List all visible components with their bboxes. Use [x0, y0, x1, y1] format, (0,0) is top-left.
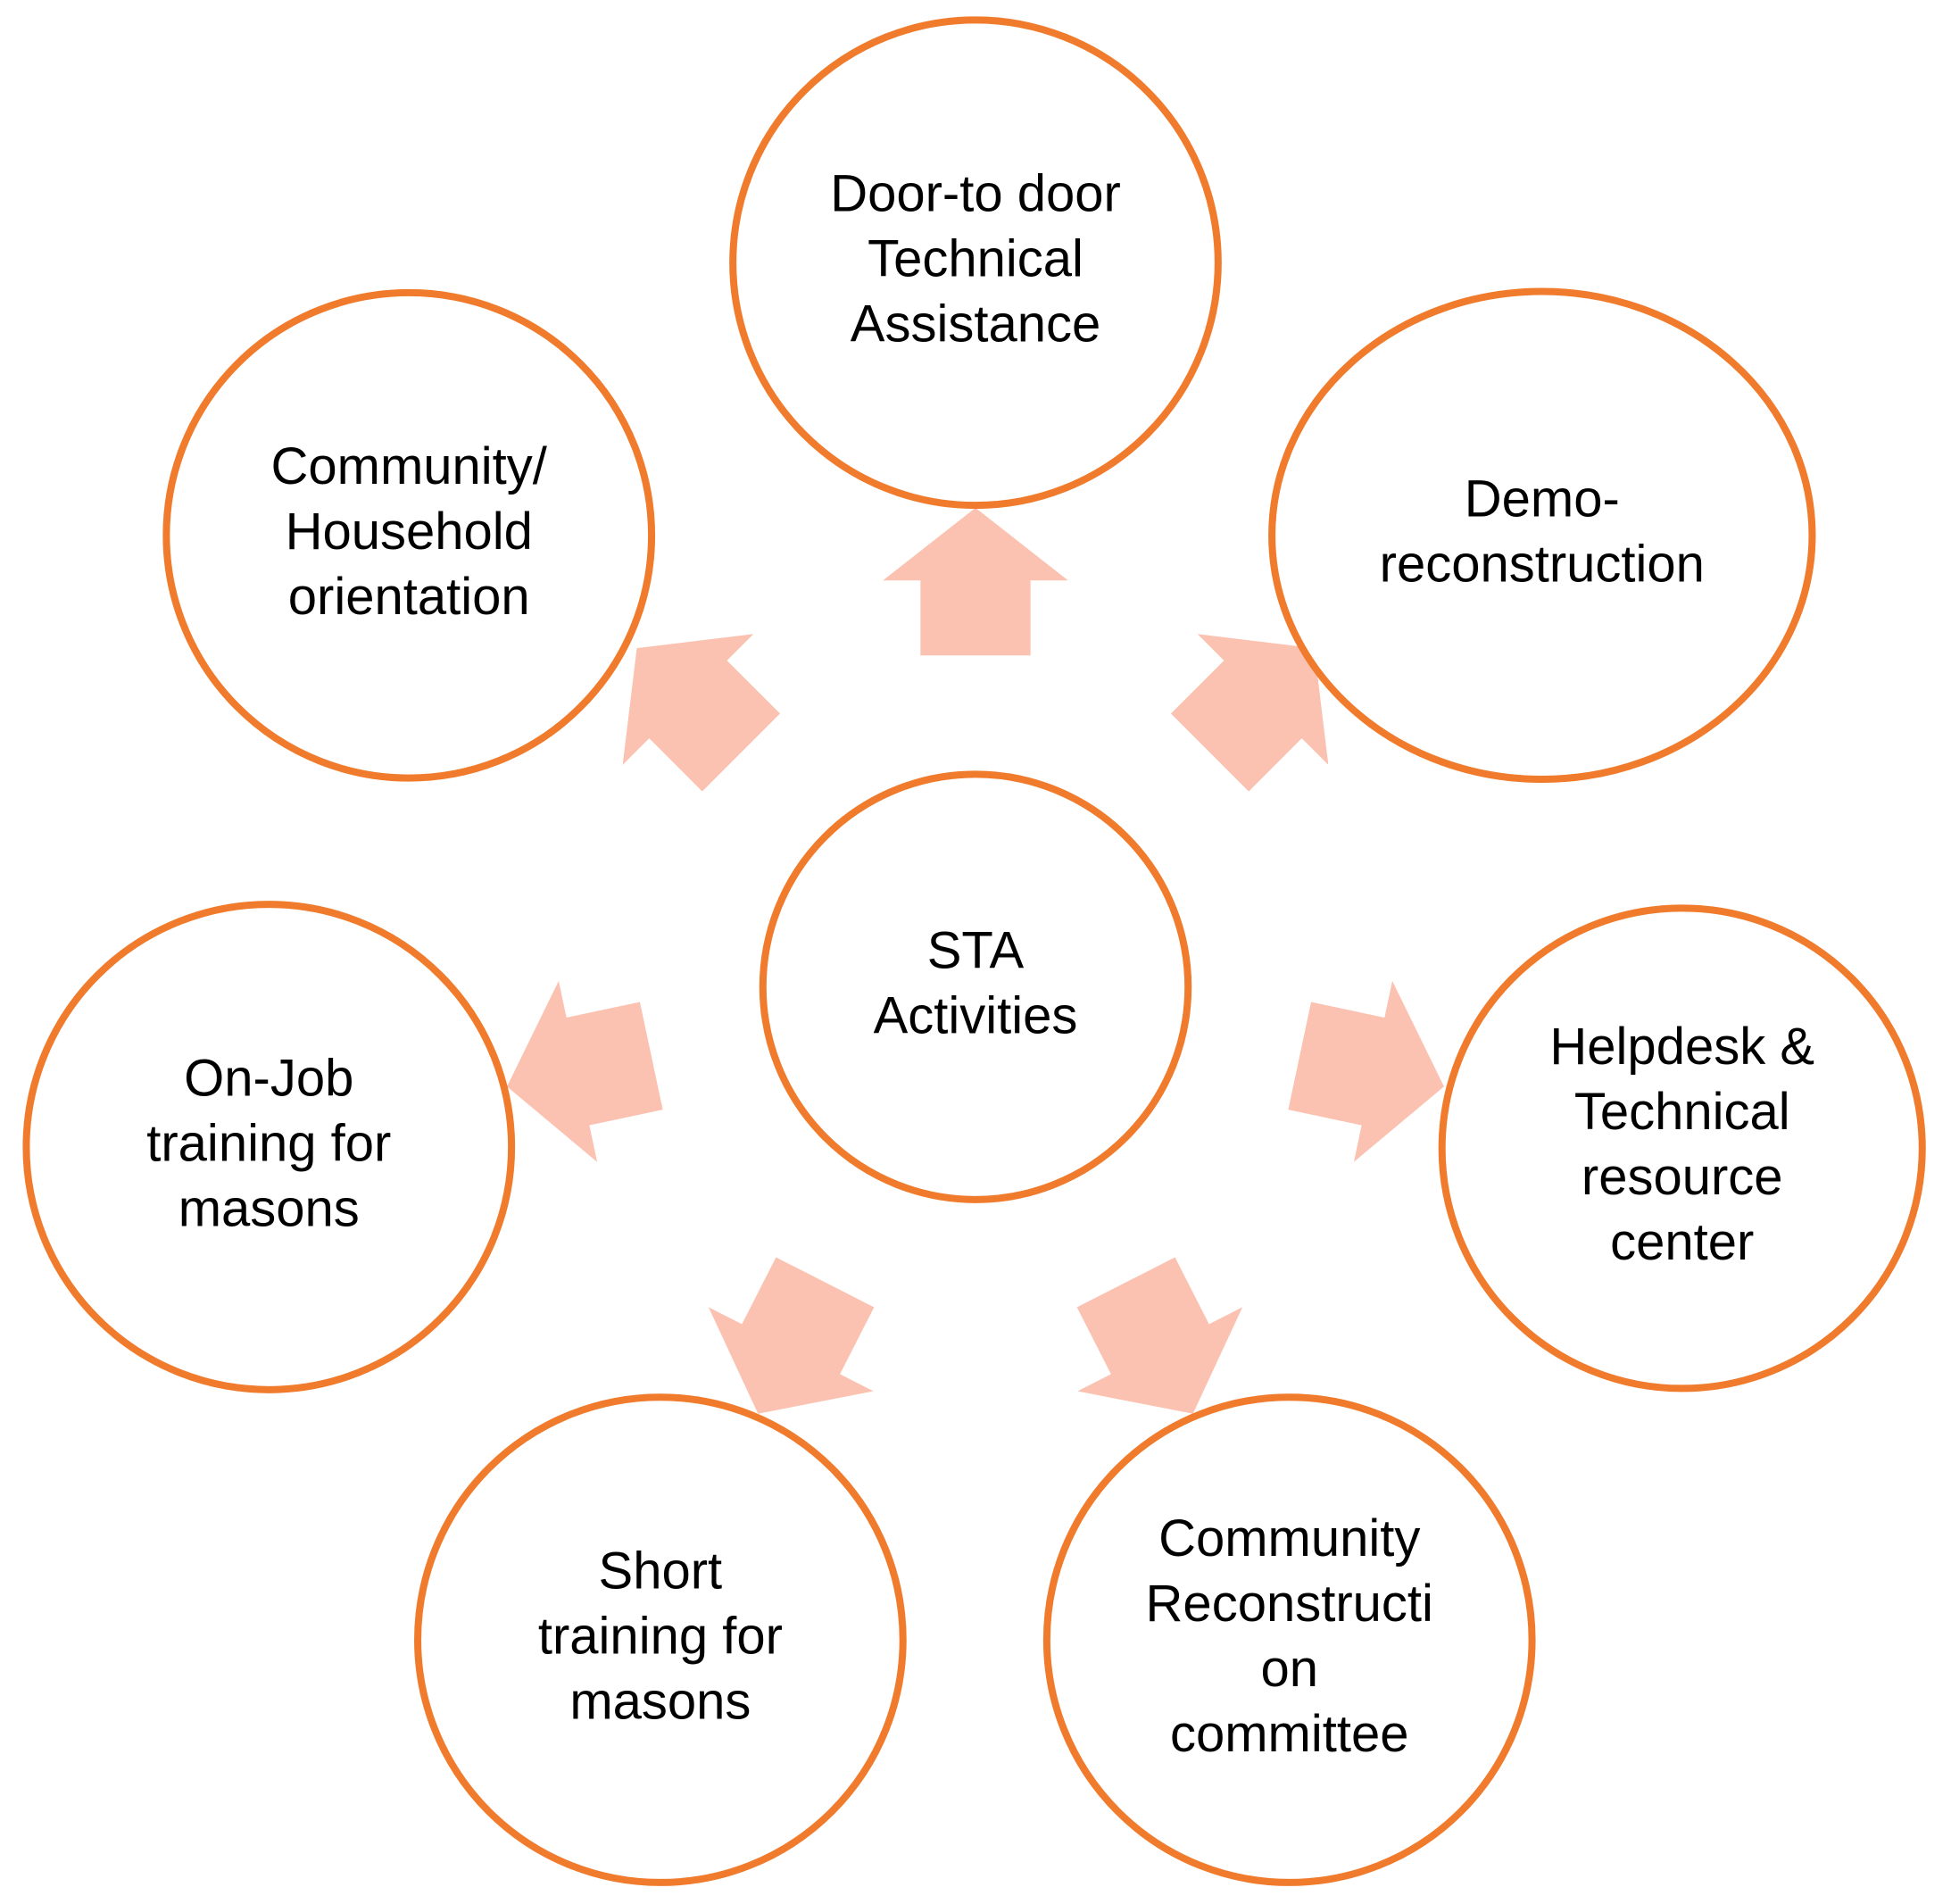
label-short-training: Short training for masons: [538, 1542, 783, 1730]
label-on-job-training-line-1: On-Job: [184, 1049, 353, 1107]
label-community-reconstruction-committee-line-4: committee: [1170, 1705, 1409, 1763]
arrow-to-helpdesk: [1288, 980, 1444, 1162]
circle-helpdesk: [1438, 904, 1926, 1393]
label-demo-reconstruction-line-1: Demo-: [1465, 470, 1620, 528]
label-short-training-line-1: Short: [599, 1542, 723, 1600]
arrow-to-demo-reconstruction: [1170, 634, 1329, 792]
circle-short-training: [414, 1393, 907, 1886]
arrow-to-on-job-training: [507, 980, 663, 1162]
label-on-job-training-line-3: masons: [178, 1179, 360, 1237]
label-community-reconstruction-committee-line-2: Reconstructi: [1146, 1575, 1433, 1633]
circle-on-job-training: [22, 901, 516, 1393]
label-household-orientation-line-1: Community/: [271, 437, 548, 495]
circle-demo-reconstruction: [1268, 287, 1816, 783]
label-helpdesk-line-1: Helpdesk &: [1549, 1018, 1814, 1076]
label-demo-reconstruction: Demo-reconstruction: [1380, 470, 1705, 594]
label-center-sta-activities-line-2: Activities: [874, 986, 1078, 1044]
label-helpdesk-line-3: resource: [1582, 1148, 1783, 1206]
label-door-to-door-line-2: Technical: [868, 230, 1083, 288]
label-helpdesk: Helpdesk & Technical resource center: [1549, 1018, 1814, 1271]
label-helpdesk-line-2: Technical: [1574, 1083, 1790, 1141]
label-short-training-line-2: training for: [538, 1607, 783, 1665]
arrow-to-short-training: [708, 1257, 875, 1414]
circle-door-to-door: [729, 16, 1222, 510]
label-door-to-door-line-1: Door-to door: [830, 165, 1121, 223]
label-community-reconstruction-committee-line-1: Community: [1158, 1509, 1420, 1567]
label-on-job-training-line-2: training for: [146, 1114, 391, 1172]
label-community-reconstruction-committee-line-3: on: [1260, 1640, 1318, 1698]
arrows-layer: [507, 507, 1444, 1414]
arrow-to-community-reconstruction-committee: [1076, 1257, 1243, 1414]
circle-household-orientation: [162, 288, 656, 782]
label-on-job-training: On-Job training for masons: [146, 1049, 391, 1237]
label-center-sta-activities: STA Activities: [874, 921, 1078, 1044]
label-household-orientation-line-3: orientation: [288, 568, 530, 626]
arrow-to-household-orientation: [622, 634, 781, 792]
circle-center-sta-activities: [759, 770, 1192, 1203]
label-door-to-door-line-3: Assistance: [851, 295, 1100, 353]
circle-community-reconstruction-committee: [1042, 1393, 1536, 1886]
arrow-to-door-to-door: [883, 507, 1068, 656]
label-short-training-line-3: masons: [569, 1672, 751, 1730]
label-household-orientation: Community/Household orientation: [271, 437, 548, 626]
label-center-sta-activities-line-1: STA: [927, 921, 1025, 979]
label-helpdesk-line-4: center: [1610, 1213, 1754, 1271]
label-household-orientation-line-2: Household: [286, 503, 533, 561]
label-demo-reconstruction-line-2: reconstruction: [1380, 536, 1705, 594]
